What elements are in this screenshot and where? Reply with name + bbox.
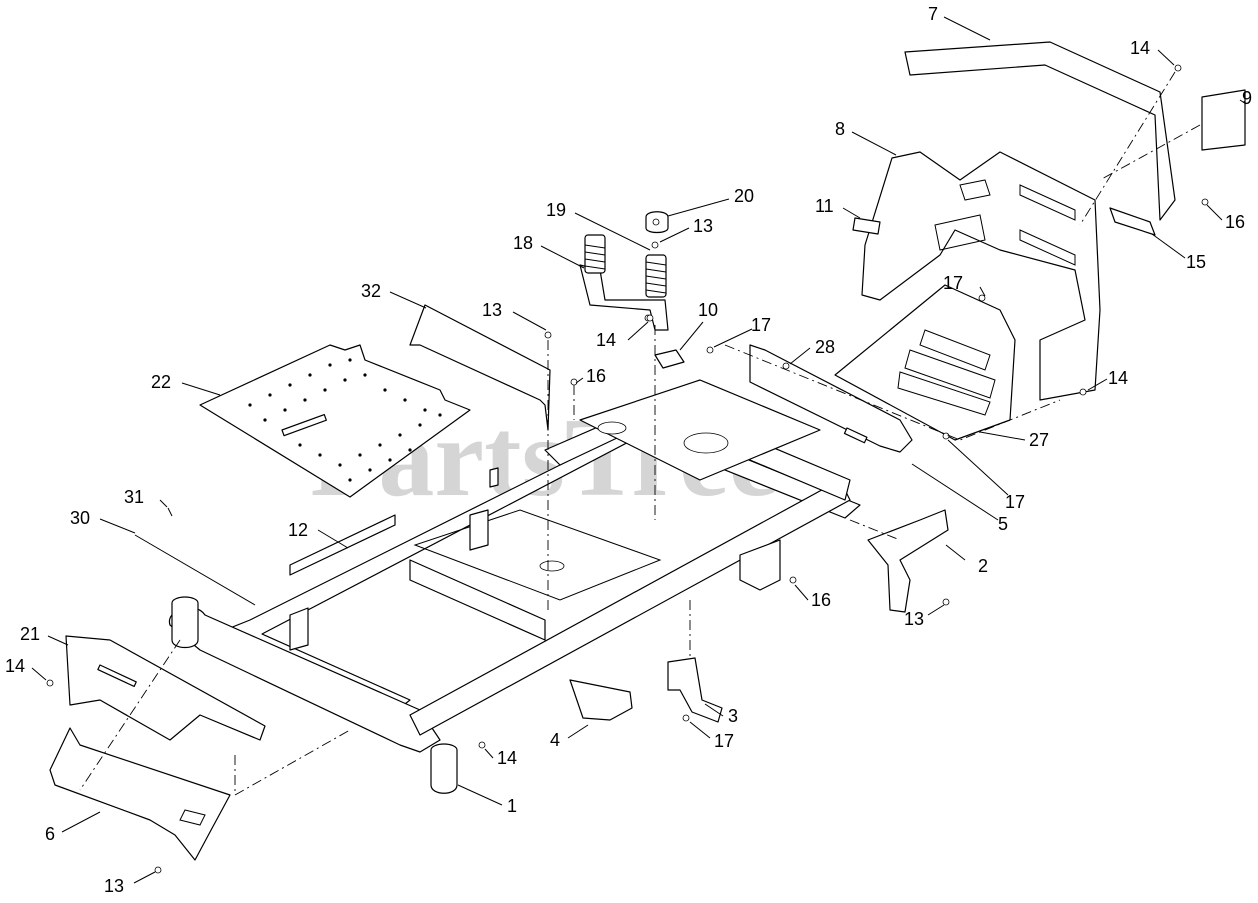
main-frame — [168, 379, 861, 794]
assembly-lines — [79, 71, 1201, 796]
part-7-upper-bracket — [904, 41, 1176, 221]
part-9-decal — [1201, 89, 1246, 151]
callout-13: 13 — [693, 216, 713, 236]
callout-6: 6 — [45, 824, 55, 844]
part-21-panel — [65, 635, 266, 741]
callout-14: 14 — [1108, 368, 1128, 388]
part-31-pin — [167, 507, 173, 517]
part-11-decal — [852, 217, 881, 235]
callout-1: 1 — [507, 796, 517, 816]
callout-10: 10 — [698, 300, 718, 320]
part-32-baffle — [409, 304, 551, 431]
callout-3: 3 — [728, 706, 738, 726]
callout-27: 27 — [1029, 430, 1049, 450]
deck-plate — [199, 344, 471, 498]
callout-20: 20 — [734, 186, 754, 206]
callout-14: 14 — [596, 330, 616, 350]
callout-28: 28 — [815, 337, 835, 357]
callout-13: 13 — [104, 876, 124, 896]
callout-14: 14 — [497, 748, 517, 768]
part-27-floor-pan — [834, 284, 1016, 441]
callout-21: 21 — [20, 624, 40, 644]
callout-2: 2 — [978, 556, 988, 576]
part-30-rod — [134, 534, 256, 606]
part-6-lower-shield — [49, 727, 231, 861]
callout-17: 17 — [943, 273, 963, 293]
part-5-side-plate — [749, 344, 913, 453]
callout-7: 7 — [928, 4, 938, 24]
callout-18: 18 — [513, 233, 533, 253]
seat-spring-assembly — [579, 211, 669, 331]
callout-16: 16 — [586, 366, 606, 386]
callout-labels: 7 14 9 8 20 19 13 18 11 16 15 32 13 10 1… — [5, 4, 1252, 896]
callout-17: 17 — [714, 731, 734, 751]
callout-5: 5 — [998, 514, 1008, 534]
callout-32: 32 — [361, 281, 381, 301]
callout-17: 17 — [1005, 492, 1025, 512]
callout-4: 4 — [550, 730, 560, 750]
fasteners — [46, 64, 1209, 874]
callout-19: 19 — [546, 200, 566, 220]
leader-lines — [31, 16, 1247, 884]
callout-13: 13 — [482, 300, 502, 320]
callout-30: 30 — [70, 508, 90, 528]
callout-31: 31 — [124, 487, 144, 507]
part-15-bracket — [1109, 207, 1156, 236]
callout-9: 9 — [1242, 88, 1252, 108]
part-3-bracket — [667, 657, 723, 723]
callout-14: 14 — [1130, 38, 1150, 58]
callout-17: 17 — [751, 315, 771, 335]
callout-11: 11 — [815, 196, 834, 216]
callout-15: 15 — [1186, 252, 1206, 272]
part-10-pad — [654, 349, 685, 369]
callout-16: 16 — [1225, 212, 1245, 232]
callout-12: 12 — [288, 520, 308, 540]
callout-14: 14 — [5, 656, 25, 676]
callout-8: 8 — [835, 119, 845, 139]
callout-13: 13 — [904, 609, 924, 629]
part-2-rear-bracket — [867, 509, 949, 613]
part-8-shroud — [861, 151, 1101, 401]
part-4-bracket — [569, 679, 633, 721]
callout-16: 16 — [811, 590, 831, 610]
callout-22: 22 — [151, 372, 171, 392]
